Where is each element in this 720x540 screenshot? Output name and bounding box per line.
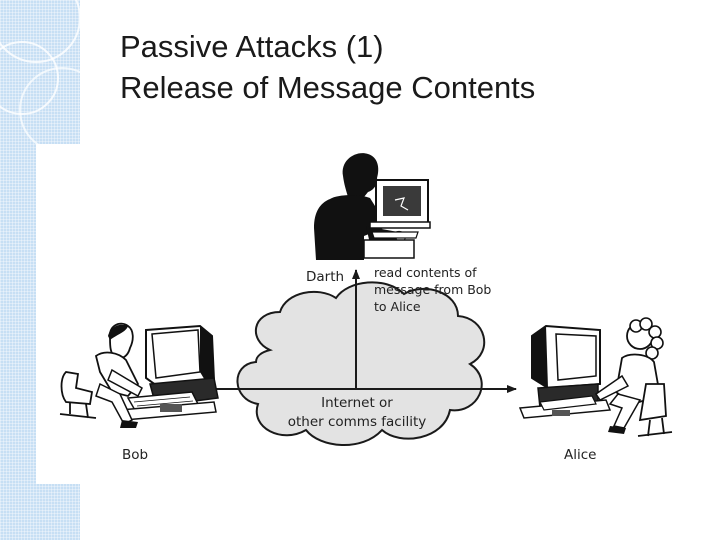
alice-label: Alice xyxy=(564,447,596,463)
title-line-1: Passive Attacks (1) xyxy=(120,29,384,64)
cloud-label-line-1: Internet or xyxy=(321,395,393,411)
internet-cloud-icon xyxy=(236,281,486,446)
title-line-2: Release of Message Contents xyxy=(120,70,536,105)
alice-figure-icon xyxy=(518,317,673,437)
slide-title: Passive Attacks (1) Release of Message C… xyxy=(120,26,535,108)
cloud-label-line-2: other comms facility xyxy=(288,414,427,430)
annotation-line-3: to Alice xyxy=(374,299,421,314)
bob-label: Bob xyxy=(122,447,148,463)
decorative-circles xyxy=(0,0,105,153)
darth-label: Darth xyxy=(306,269,344,285)
bob-figure-icon xyxy=(59,322,219,428)
annotation-line-1: read contents of xyxy=(374,265,477,280)
annotation-line-2: message from Bob xyxy=(374,282,491,297)
slide-margin-panel xyxy=(36,144,80,484)
darth-figure-icon xyxy=(314,153,431,260)
